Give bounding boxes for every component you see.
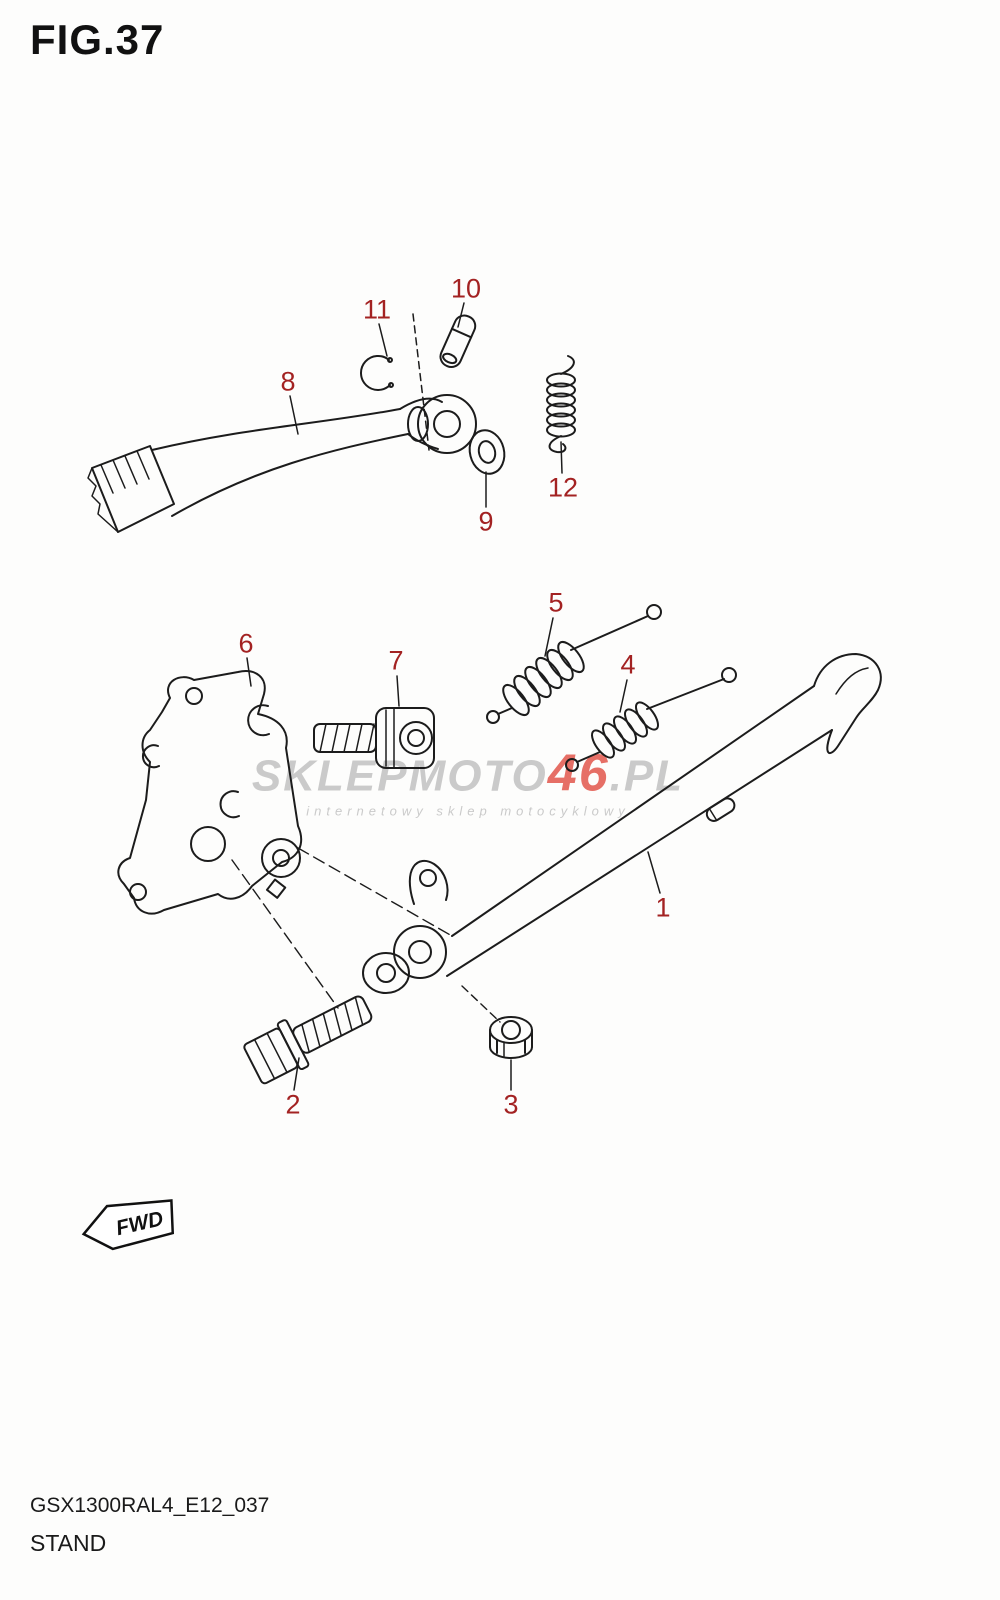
side-stand-part bbox=[362, 653, 882, 994]
fwd-marker: FWD bbox=[75, 1185, 190, 1266]
fwd-arrow-icon: FWD bbox=[81, 1199, 175, 1251]
stand-bracket-part bbox=[117, 670, 303, 915]
part-label-10: 10 bbox=[450, 273, 482, 304]
stand-bolt-part bbox=[243, 995, 373, 1085]
stand-spring-outer-part bbox=[486, 604, 662, 724]
stand-spring-inner-part bbox=[565, 667, 737, 772]
washer-part bbox=[468, 429, 506, 475]
watermark-text-3: .PL bbox=[609, 751, 685, 801]
figure-name: STAND bbox=[30, 1530, 107, 1556]
assembly-dashed-lines bbox=[231, 847, 501, 1023]
watermark-text-2: 46 bbox=[547, 744, 610, 803]
pedal-return-spring-part bbox=[546, 355, 576, 454]
leader-lines bbox=[246, 302, 661, 1091]
part-label-12: 12 bbox=[547, 472, 579, 503]
part-label-4: 4 bbox=[620, 649, 636, 680]
part-label-9: 9 bbox=[478, 506, 494, 537]
circlip-part bbox=[360, 355, 394, 391]
catalog-code: GSX1300RAL4_E12_037 bbox=[30, 1494, 270, 1517]
brake-pedal-part bbox=[87, 394, 477, 533]
stand-nut-part bbox=[489, 1016, 533, 1059]
watermark-brand: SKLEPMOTO46.PL bbox=[252, 748, 684, 800]
part-label-5: 5 bbox=[548, 587, 564, 618]
pivot-pin-part bbox=[439, 314, 477, 369]
part-label-11: 11 bbox=[362, 294, 392, 325]
pivot-bolt-part bbox=[313, 707, 435, 769]
watermark: SKLEPMOTO46.PL internetowy sklep motocyk… bbox=[252, 748, 684, 819]
part-label-3: 3 bbox=[503, 1089, 519, 1120]
watermark-tagline: internetowy sklep motocyklowy bbox=[306, 803, 630, 819]
footer: GSX1300RAL4_E12_037 STAND bbox=[30, 1494, 269, 1557]
part-label-8: 8 bbox=[280, 366, 296, 397]
part-label-2: 2 bbox=[285, 1089, 301, 1120]
watermark-text-1: SKLEPMOTO bbox=[251, 751, 548, 801]
part-label-6: 6 bbox=[238, 628, 254, 659]
part-label-7: 7 bbox=[388, 645, 404, 676]
part-label-1: 1 bbox=[655, 892, 671, 923]
axis-dashed-line bbox=[412, 313, 430, 451]
figure-title: FIG.37 bbox=[30, 16, 165, 63]
